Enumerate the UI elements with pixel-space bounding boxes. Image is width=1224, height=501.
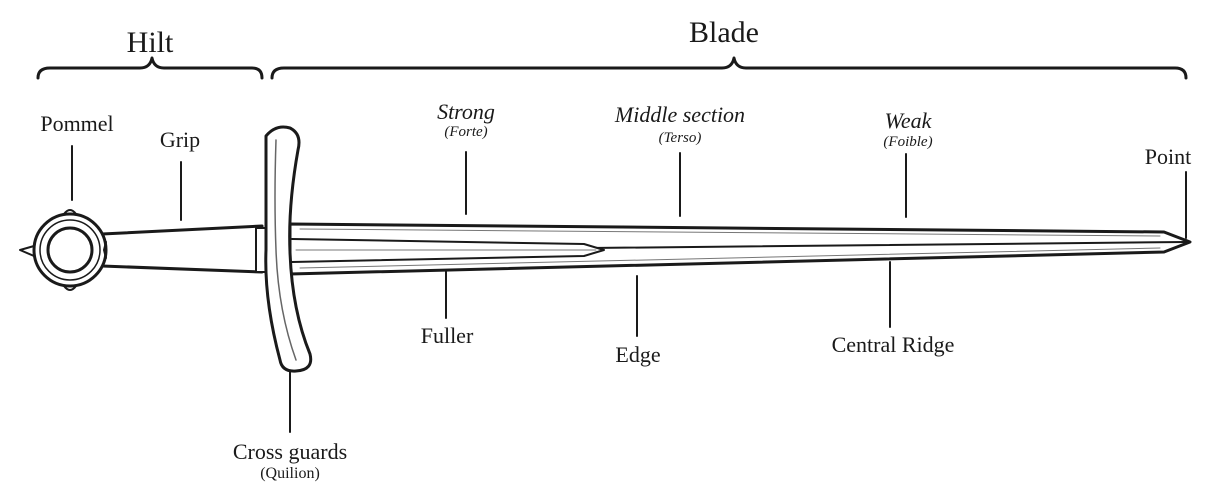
weak-label: Weak <box>884 108 932 133</box>
sword-grip <box>100 224 264 274</box>
edge-label: Edge <box>615 342 661 367</box>
weak-sub-label: (Foible) <box>883 134 933 150</box>
strong-label: Strong <box>437 99 495 124</box>
hilt-title: Hilt <box>126 26 174 59</box>
point-label: Point <box>1144 144 1192 169</box>
middle-section-label: Middle section <box>614 102 746 127</box>
strong-sub-label: (Forte) <box>444 124 488 140</box>
pommel-label: Pommel <box>40 111 114 136</box>
sword-pommel <box>19 209 108 291</box>
sword-cross-guard <box>264 125 313 373</box>
middle-section-sub-label: (Terso) <box>658 130 702 146</box>
blade-brace <box>270 56 1188 80</box>
grip-label: Grip <box>159 127 201 152</box>
blade-title: Blade <box>689 16 759 49</box>
fuller-label: Fuller <box>420 323 474 348</box>
central-ridge-label: Central Ridge <box>831 332 955 357</box>
hilt-brace <box>36 56 264 80</box>
cross-guards-sub-label: (Quilion) <box>260 465 320 482</box>
cross-guards-label: Cross guards <box>232 439 348 464</box>
